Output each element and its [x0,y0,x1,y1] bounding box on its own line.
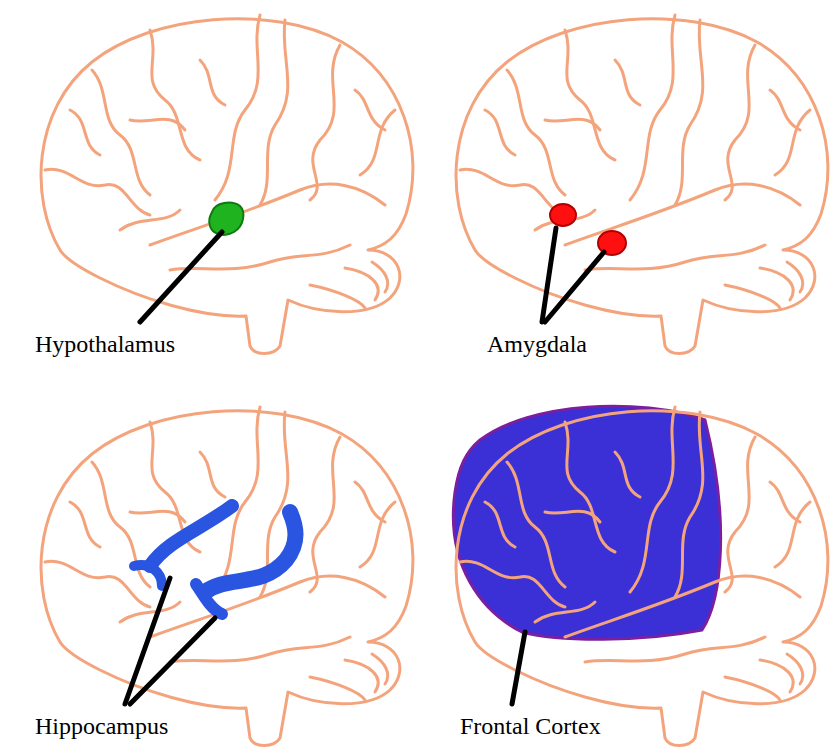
brain-outline [456,15,828,354]
amygdala-region [550,204,576,226]
region-label: Hippocampus [35,712,168,740]
leader-line [545,252,604,322]
brain-outline [41,15,413,354]
frontal-cortex-region [453,406,720,639]
brain-outline [41,407,413,746]
hippocampus-region [150,506,232,566]
region-label: Frontal Cortex [460,712,601,740]
hippocampus-region [134,565,162,586]
leader-line [512,632,525,704]
hypothalamus-region [209,203,243,235]
brain-outline [456,407,828,746]
leader-line [140,232,222,322]
hippocampus-region [196,584,222,614]
region-label: Amygdala [487,330,587,358]
region-label: Hypothalamus [35,330,175,358]
leader-line [130,618,215,704]
hippocampus-region [205,512,296,592]
